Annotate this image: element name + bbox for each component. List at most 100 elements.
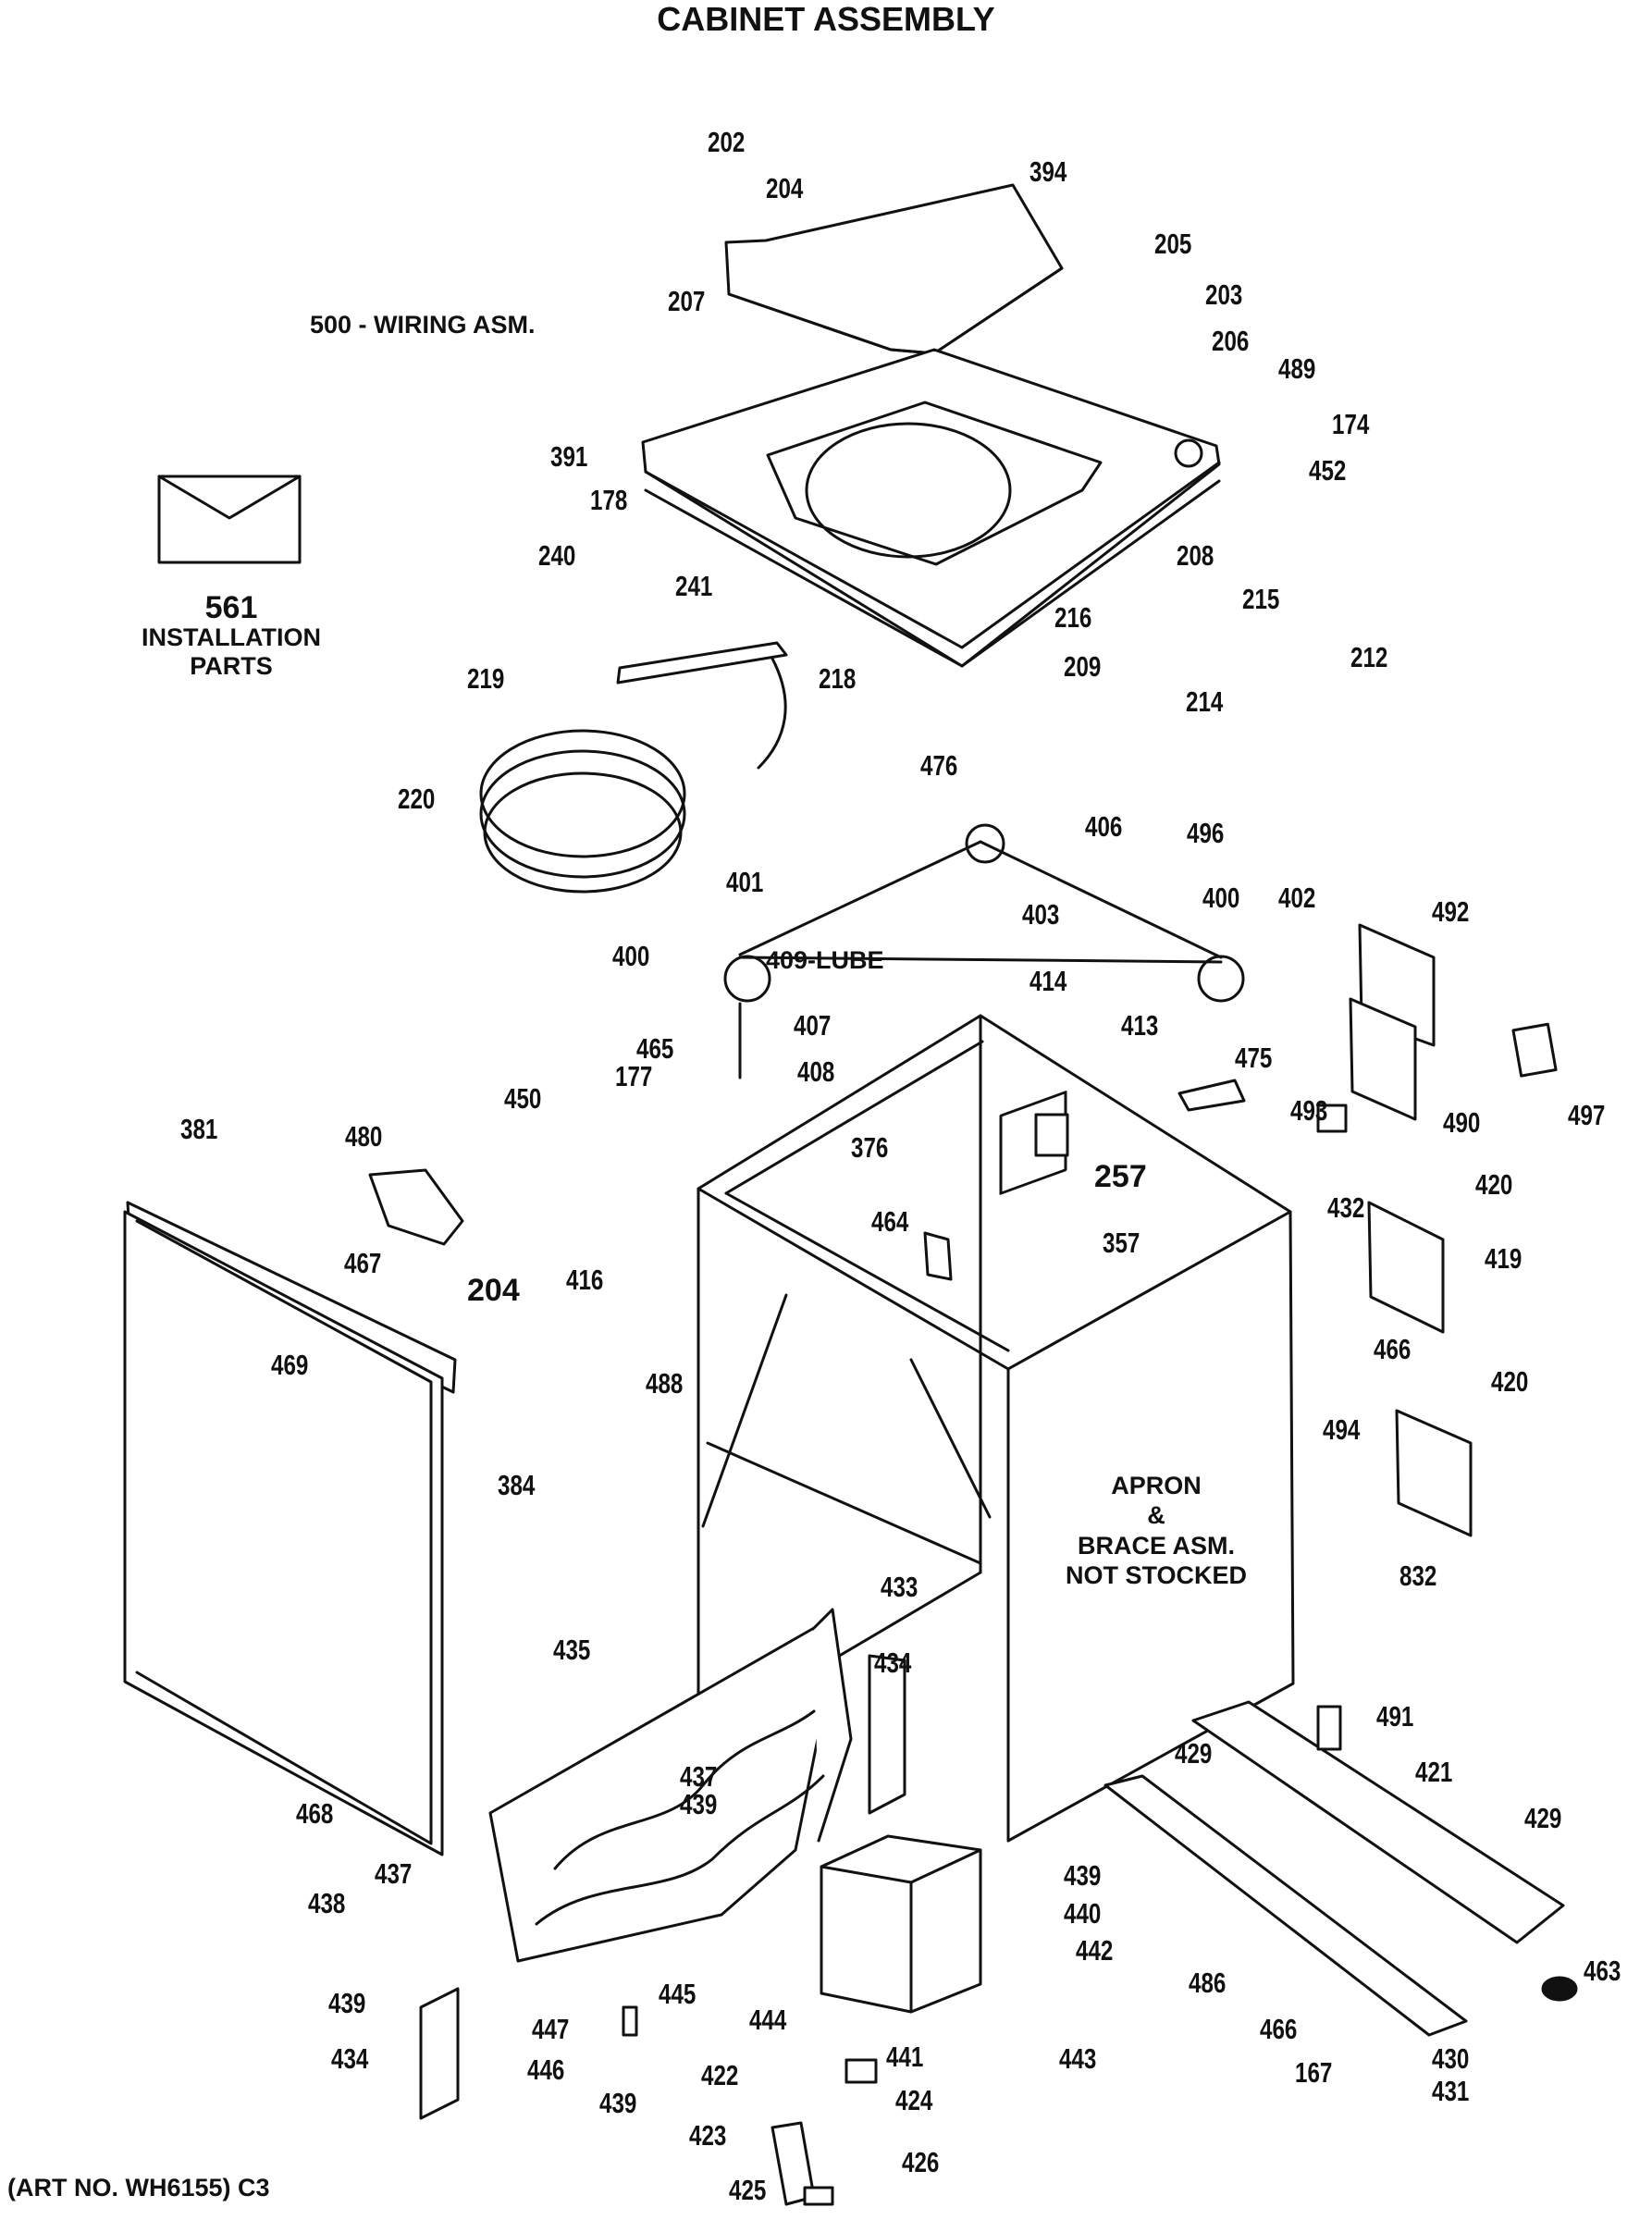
part-label: 202 [708, 126, 746, 158]
part-label: 497 [1568, 1099, 1606, 1131]
part-label: 424 [895, 2084, 933, 2116]
part-label: 476 [920, 749, 958, 782]
part-label: 466 [1260, 2013, 1298, 2045]
part-label: 206 [1212, 325, 1250, 357]
part-label: 464 [871, 1205, 909, 1238]
cabinet-frame-part [697, 1014, 1295, 1843]
part-label: 832 [1399, 1560, 1437, 1592]
part-label: 429 [1524, 1802, 1562, 1834]
part-label: 420 [1475, 1168, 1513, 1201]
part-label: 422 [701, 2059, 739, 2091]
top-cover-part [641, 348, 1221, 668]
part-label: 469 [271, 1349, 309, 1381]
part-label: 207 [668, 285, 706, 317]
part-label: 215 [1242, 583, 1280, 615]
part-label: 468 [296, 1797, 334, 1830]
part-label: 452 [1309, 454, 1347, 487]
part-label: 443 [1059, 2042, 1097, 2075]
part-label: 441 [886, 2041, 924, 2073]
art-number: (ART NO. WH6155) C3 [7, 2174, 270, 2202]
lid-part [724, 183, 1064, 355]
diagram-title: CABINET ASSEMBLY [657, 0, 995, 38]
part-label: 403 [1022, 898, 1060, 931]
part-label: 429 [1175, 1737, 1213, 1770]
part-label: 209 [1064, 650, 1102, 683]
apron-note-line: BRACE ASM. [1077, 1531, 1235, 1560]
part-label: 420 [1491, 1365, 1529, 1398]
part-label: 465 [636, 1032, 674, 1065]
snubber-ring-part [479, 641, 788, 894]
part-label: 394 [1029, 155, 1067, 188]
part-label: 357 [1103, 1227, 1140, 1259]
apron-note-line: NOT STOCKED [1065, 1561, 1247, 1590]
part-label: 381 [180, 1113, 218, 1145]
part-label: 463 [1584, 1955, 1621, 1987]
part-label: 400 [612, 940, 650, 972]
part-label: 437 [680, 1760, 718, 1793]
part-label: 208 [1177, 539, 1214, 572]
part-label: 220 [398, 783, 436, 815]
part-label: 407 [794, 1009, 832, 1042]
installation-parts-caption: 561 INSTALLATION PARTS [120, 592, 342, 681]
part-label: 439 [1064, 1859, 1102, 1892]
part-label: 419 [1485, 1242, 1523, 1275]
control-box-part [820, 1834, 982, 2014]
part-label: 492 [1432, 895, 1470, 928]
part-label: 167 [1295, 2056, 1333, 2089]
apron-note: APRON & BRACE ASM. NOT STOCKED [1027, 1471, 1286, 1591]
part-label: 488 [646, 1367, 684, 1400]
apron-note-line: & [1147, 1501, 1165, 1530]
part-label: 494 [1323, 1413, 1361, 1446]
part-label: 437 [375, 1857, 413, 1890]
part-label: 219 [467, 662, 505, 695]
part-label: 489 [1278, 352, 1316, 385]
part-label: 432 [1327, 1191, 1365, 1224]
part-label: 376 [851, 1131, 889, 1164]
part-label: 257 [1094, 1159, 1147, 1194]
part-label: 406 [1085, 810, 1123, 843]
part-label: 241 [675, 570, 713, 602]
installation-line-1: INSTALLATION [142, 623, 321, 651]
part-label: 493 [1290, 1094, 1328, 1127]
part-label: 433 [881, 1571, 918, 1603]
part-label: 434 [874, 1646, 912, 1679]
part-label: 446 [527, 2054, 565, 2086]
front-panel-part [123, 1201, 457, 1856]
part-label: 416 [566, 1264, 604, 1296]
part-label: 496 [1187, 817, 1225, 849]
part-label: 450 [504, 1082, 542, 1115]
installation-line-2: PARTS [190, 652, 273, 681]
rear-rail-part [1103, 1700, 1565, 2037]
part-label: 414 [1029, 965, 1067, 997]
part-label: 475 [1235, 1042, 1273, 1074]
part-label: 384 [498, 1469, 536, 1501]
part-label: 440 [1064, 1897, 1102, 1930]
part-label: 447 [532, 2013, 570, 2045]
part-label: 400 [1202, 882, 1240, 914]
part-label: 486 [1189, 1967, 1227, 1999]
part-label: 212 [1350, 641, 1388, 673]
part-label: 430 [1432, 2042, 1470, 2075]
part-label: 442 [1076, 1934, 1114, 1967]
envelope-icon [157, 475, 302, 564]
part-label: 439 [680, 1788, 718, 1820]
part-label: 408 [797, 1055, 835, 1088]
part-label: 402 [1278, 882, 1316, 914]
bracket-parts [368, 923, 1578, 2206]
part-label: 421 [1415, 1756, 1453, 1788]
part-label: 218 [819, 662, 857, 695]
part-label: 204 [766, 172, 804, 204]
part-label: 214 [1186, 685, 1224, 718]
part-label: 216 [1054, 601, 1092, 634]
part-label: 480 [345, 1120, 383, 1153]
part-label: 426 [902, 2146, 940, 2178]
part-label: 434 [331, 2042, 369, 2075]
part-label: 178 [590, 484, 628, 516]
part-label: 490 [1443, 1106, 1481, 1139]
part-label: 438 [308, 1887, 346, 1919]
part-label: 445 [659, 1978, 697, 2010]
part-label: 439 [599, 2087, 637, 2119]
part-label: 413 [1121, 1009, 1159, 1042]
part-label: 174 [1332, 408, 1370, 440]
part-label: 466 [1374, 1333, 1412, 1365]
